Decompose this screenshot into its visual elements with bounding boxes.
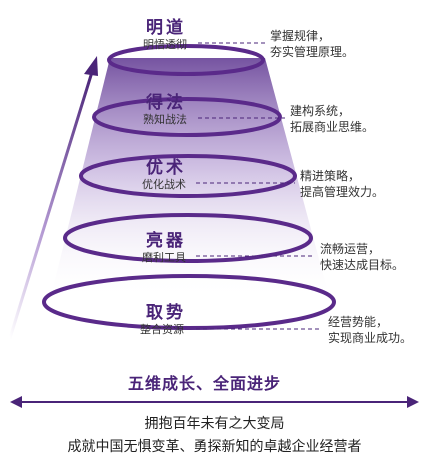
cone-body <box>50 58 330 300</box>
double-arrow-left-head <box>10 396 22 408</box>
tier-4-title: 亮器 <box>146 231 186 251</box>
ring-tier-3 <box>79 154 297 198</box>
double-arrow-right-head <box>407 396 419 408</box>
tagline-line-2: 成就中国无惧变革、勇探新知的卓越企业经营者 <box>67 439 362 455</box>
ring-tier-1 <box>107 44 265 76</box>
tier-2-subtitle: 熟知战法 <box>143 113 187 126</box>
tier-4-subtitle: 磨利工具 <box>142 251 186 264</box>
leader-lines <box>196 42 322 330</box>
rising-arrow-head <box>84 56 98 76</box>
tier-4-desc-line2: 快速达成目标。 <box>320 258 405 272</box>
tier-3-subtitle: 优化战术 <box>142 178 186 191</box>
ring-tier-2 <box>92 97 282 137</box>
tier-1-title: 明道 <box>146 18 186 38</box>
tier-3-desc-line2: 提高管理效力。 <box>300 185 385 199</box>
tier-1-subtitle: 明悟透彻 <box>143 38 187 51</box>
tier-2-desc-line2: 拓展商业思维。 <box>290 120 375 134</box>
tagline-line-1: 拥抱百年未有之大变局 <box>144 416 285 432</box>
headline: 五维成长、全面进步 <box>128 374 282 393</box>
tier-2-title: 得法 <box>146 93 186 113</box>
tier-2-desc-line1: 建构系统， <box>290 104 351 118</box>
tier-1-desc-line2: 夯实管理原理。 <box>270 45 355 59</box>
tier-1-desc-line1: 掌握规律， <box>270 29 331 43</box>
tier-rings <box>42 44 336 330</box>
tier-3-desc-line1: 精进策略， <box>300 169 361 183</box>
tier-3-title: 优术 <box>146 158 186 178</box>
ring-tier-5 <box>42 274 336 330</box>
rising-arrow-shaft <box>8 70 94 340</box>
tier-4-desc-line1: 流畅运营， <box>320 242 381 256</box>
tier-5-desc-line1: 经营势能， <box>328 315 389 329</box>
tier-5-title: 取势 <box>146 303 186 323</box>
tier-5-subtitle: 整合资源 <box>140 323 184 336</box>
tier-5-desc-line2: 实现商业成功。 <box>328 331 413 345</box>
ring-tier-4 <box>63 213 313 263</box>
